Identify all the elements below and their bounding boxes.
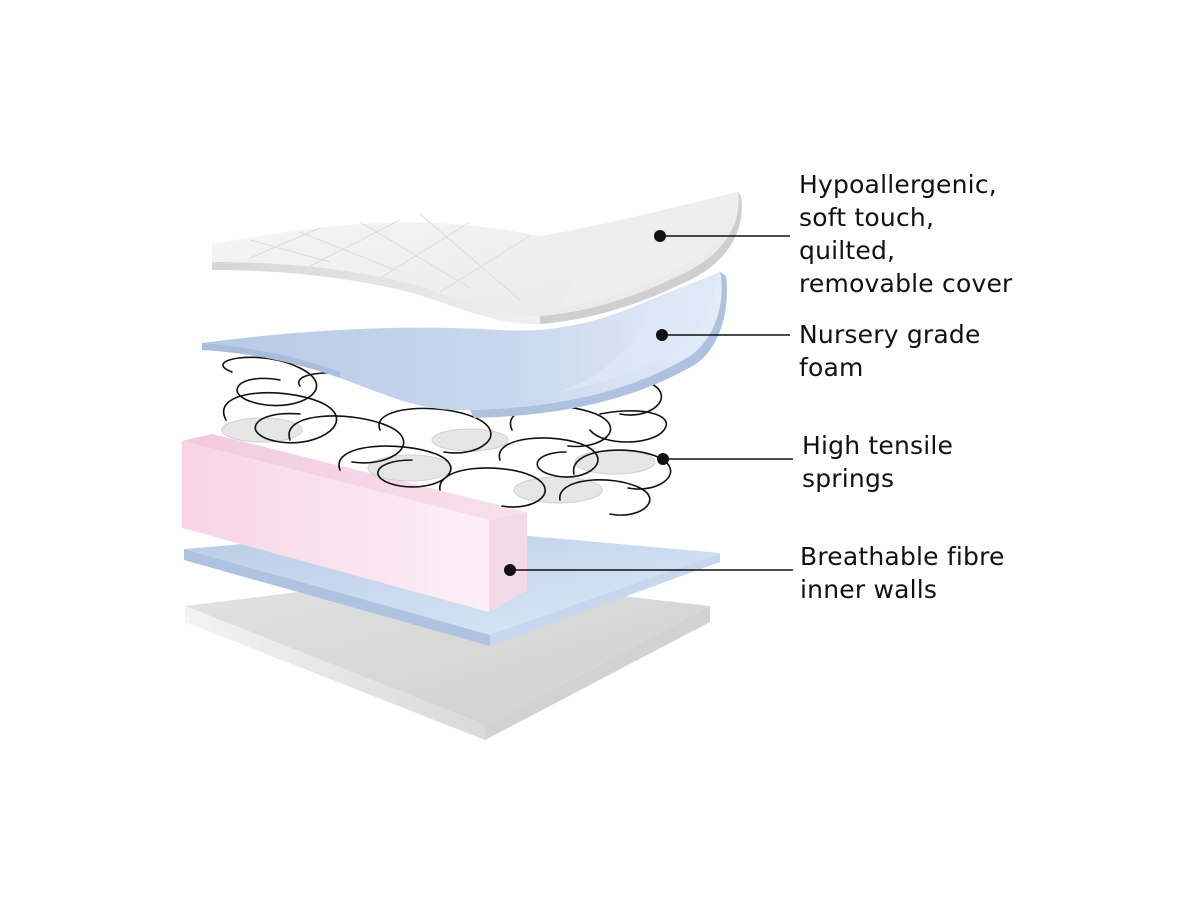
callout-cover-line-3: quilted, [799,236,896,265]
leader-dot-springs [657,453,669,465]
leader-dot-foam [656,329,668,341]
callout-foam-line-1: Nursery grade [799,320,981,349]
callout-cover-line-4: removable cover [799,269,1013,298]
leader-dot-walls [504,564,516,576]
callout-foam-line-2: foam [799,353,864,382]
callout-cover: Hypoallergenic, soft touch, quilted, rem… [799,168,1013,300]
quilt-pattern [249,213,531,301]
cover-layer [212,192,742,325]
callout-walls-line-2: inner walls [800,575,938,604]
callout-foam: Nursery grade foam [799,318,981,384]
callout-cover-line-1: Hypoallergenic, [799,170,997,199]
spring-pads [221,417,656,504]
foam-layer [202,272,727,418]
callout-walls: Breathable fibre inner walls [800,540,1005,606]
callout-walls-line-1: Breathable fibre [800,542,1005,571]
leader-dots [504,230,669,576]
leader-dot-cover [654,230,666,242]
inner-wall-block [182,434,527,612]
callout-cover-line-2: soft touch, [799,203,935,232]
callout-springs-line-1: High tensile [802,431,954,460]
callout-springs: High tensile springs [802,429,953,495]
callout-springs-line-2: springs [802,464,895,493]
leader-lines [510,235,793,571]
